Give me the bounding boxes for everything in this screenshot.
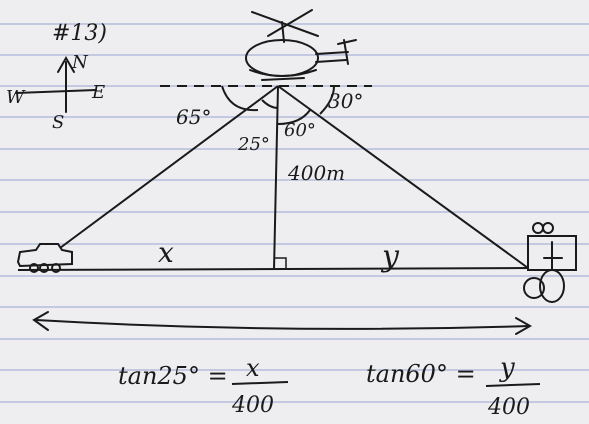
compass-west-label: W [6, 87, 26, 108]
equation-left-denominator: 400 [231, 393, 274, 418]
equation-left-fraction-bar [231, 381, 289, 385]
equation-right-numerator: y [499, 353, 515, 383]
ground-line [17, 267, 529, 271]
left-sight-line [59, 85, 279, 249]
vehicle-icon [523, 222, 577, 303]
problem-number: #13) [52, 21, 107, 46]
height-line [273, 85, 279, 271]
compass-north-label: N [71, 52, 89, 73]
equation-left-numerator: x [246, 354, 260, 382]
helicopter-icon [245, 9, 357, 81]
right-angle-mark [274, 257, 287, 268]
equation-right-fraction-bar [485, 383, 541, 387]
right-sight-line [277, 85, 529, 269]
compass-icon [15, 55, 97, 113]
equation-left-lhs: tan25° = [118, 362, 228, 390]
angle-arcs [221, 85, 335, 125]
angle-right-inner-label: 60° [284, 120, 316, 141]
compass-south-label: S [52, 112, 64, 133]
total-distance-arrow [32, 311, 533, 335]
angle-left-depression-label: 65° [176, 105, 211, 129]
height-label: 400m [287, 161, 345, 185]
equation-right-denominator: 400 [487, 395, 530, 420]
ruled-lines [0, 23, 589, 403]
compass-east-label: E [91, 82, 105, 103]
angle-right-depression-label: 30° [328, 89, 363, 113]
angle-left-inner-label: 25° [237, 134, 270, 155]
equation-right-lhs: tan60° = [366, 360, 476, 388]
distance-x-label: x [158, 236, 174, 269]
distance-y-label: y [380, 239, 400, 274]
car-icon [16, 243, 73, 273]
